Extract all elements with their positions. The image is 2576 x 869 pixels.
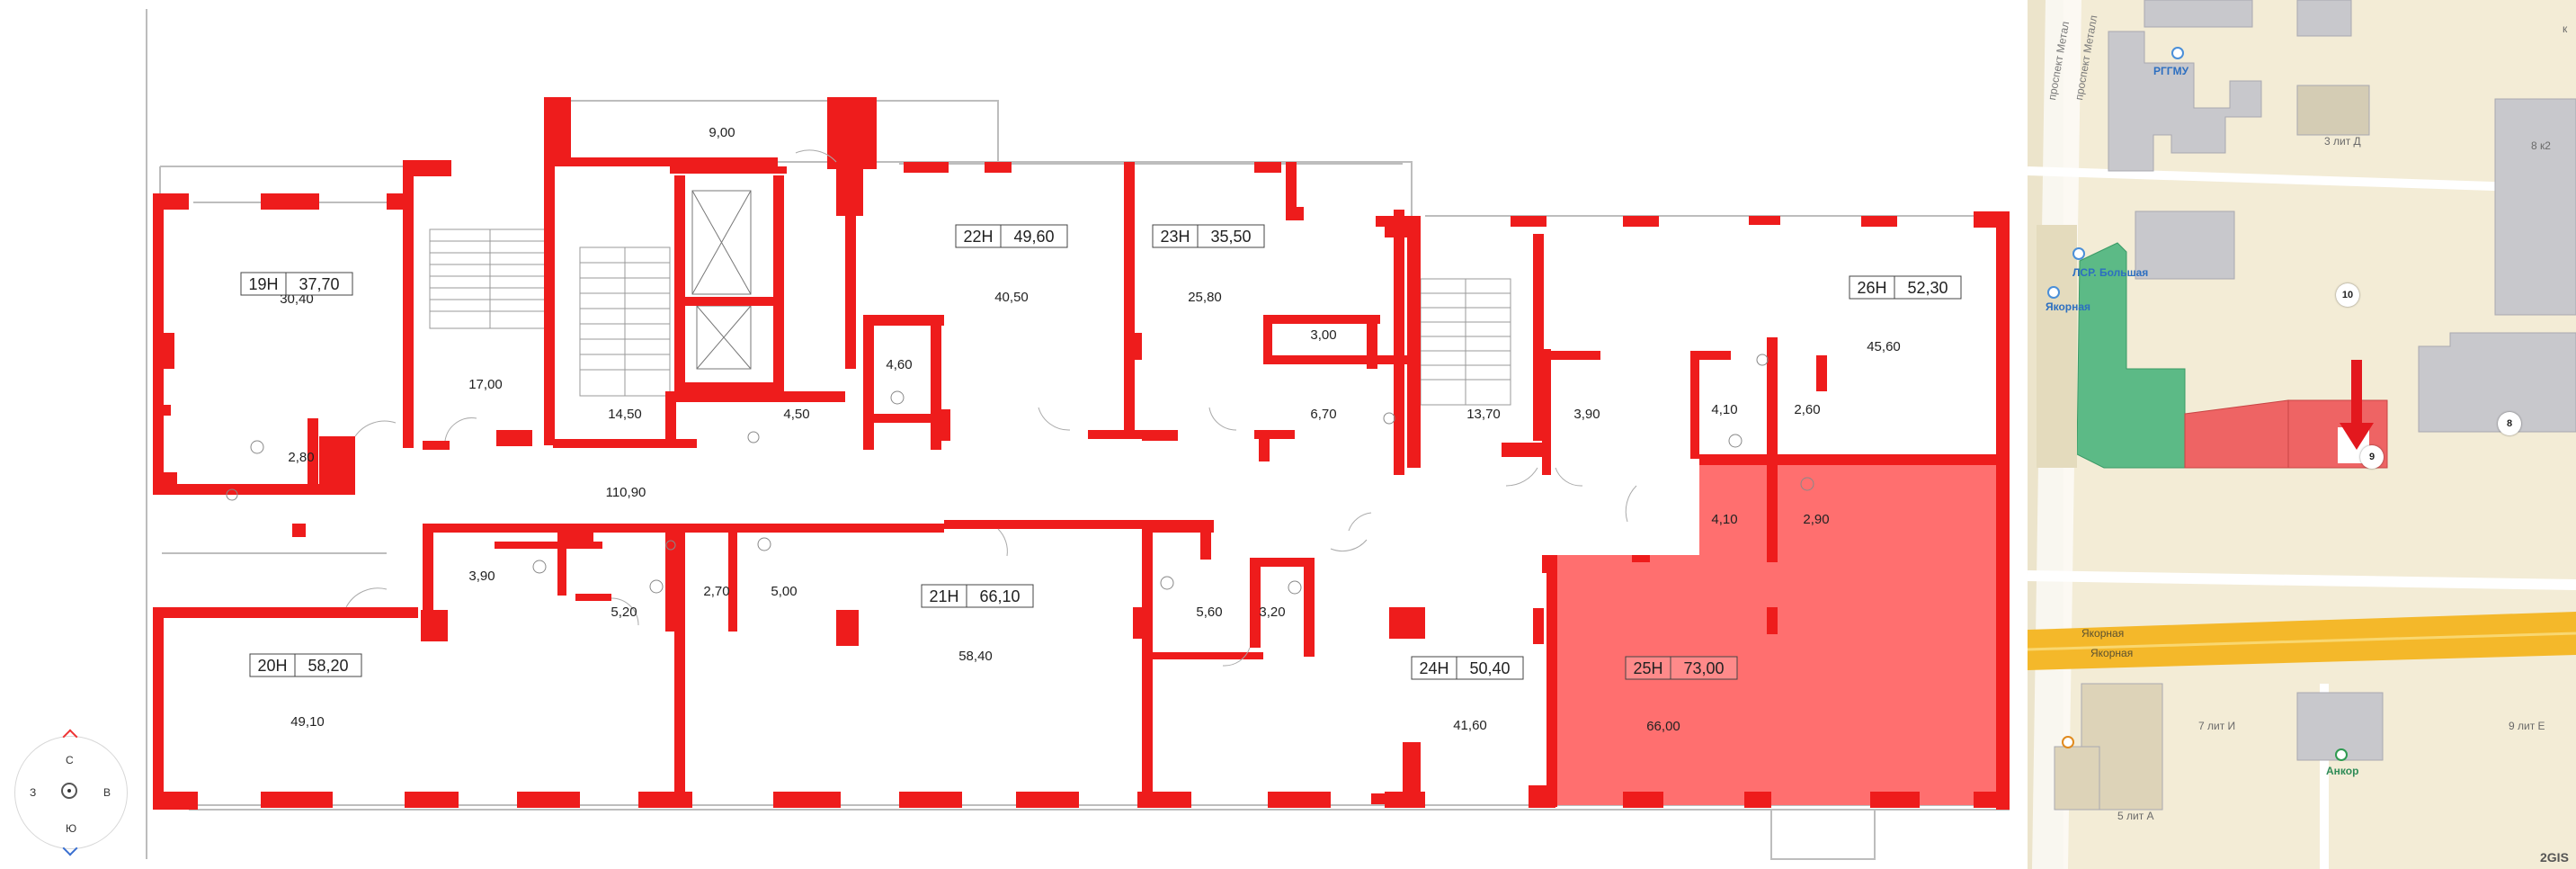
- room-area: 4,50: [783, 407, 809, 422]
- room-area: 2,60: [1794, 402, 1820, 417]
- elevators: [691, 190, 752, 370]
- unit-label-23h[interactable]: 23H 35,50: [1152, 224, 1265, 248]
- fixtures: [226, 354, 1814, 595]
- room-area: 66,00: [1646, 719, 1680, 734]
- door-swings: [345, 149, 1637, 667]
- room-area: 58,40: [958, 649, 993, 664]
- compass-west: З: [30, 786, 37, 799]
- house-number-badge: 9: [2360, 445, 2384, 469]
- bus-stop-icon[interactable]: [2047, 286, 2060, 299]
- floor-plan: 9,00 30,40 17,00 14,50 40,50 25,80 3,00 …: [146, 9, 2010, 860]
- room-area: 3,90: [468, 569, 495, 584]
- room-area: 4,10: [1711, 512, 1737, 527]
- svg-text:20H: 20H: [257, 657, 287, 675]
- svg-text:58,20: 58,20: [308, 657, 348, 675]
- room-area: 45,60: [1867, 339, 1901, 354]
- house-label: к: [2563, 22, 2568, 35]
- room-area: 5,00: [771, 584, 797, 599]
- unit-label-20h[interactable]: 20H 58,20: [249, 653, 362, 677]
- lsr-icon[interactable]: [2072, 247, 2085, 260]
- svg-text:22H: 22H: [963, 228, 993, 246]
- room-area: 2,70: [703, 584, 729, 599]
- room-area: 4,60: [886, 357, 912, 372]
- room-area: 3,20: [1259, 605, 1285, 620]
- svg-text:25H: 25H: [1633, 659, 1662, 677]
- room-area: 49,10: [290, 714, 325, 730]
- compass-east: В: [103, 786, 111, 799]
- map-brand-logo: 2GIS: [2540, 850, 2569, 865]
- unit-label-19h[interactable]: 19H 37,70: [240, 272, 353, 296]
- house-number-badge: 10: [2336, 283, 2359, 307]
- house-label: 9 лит Е: [2509, 720, 2545, 732]
- walls: [153, 97, 2010, 810]
- svg-text:49,60: 49,60: [1013, 228, 1054, 246]
- compass-north: С: [66, 754, 74, 766]
- house-label: 7 лит И: [2198, 720, 2236, 732]
- house-label: 5 лит А: [2117, 810, 2154, 822]
- road-label: Якорная: [2090, 647, 2134, 659]
- ankor-icon[interactable]: [2335, 748, 2348, 761]
- unit-label-21h[interactable]: 21H 66,10: [921, 584, 1034, 608]
- compass-south: Ю: [66, 822, 77, 835]
- poi-label: Якорная: [2046, 300, 2091, 313]
- food-icon[interactable]: [2062, 736, 2074, 748]
- compass: С З В Ю: [14, 729, 128, 856]
- room-area: 17,00: [468, 377, 503, 392]
- house-number-badge: 8: [2498, 412, 2521, 435]
- svg-text:24H: 24H: [1419, 659, 1448, 677]
- unit-labels: 19H 37,70 22H 49,60 23H 35,50 26H 52,30 …: [240, 224, 1962, 680]
- room-area: 4,10: [1711, 402, 1737, 417]
- room-area: 3,90: [1573, 407, 1600, 422]
- stairs: [429, 228, 1511, 406]
- svg-text:66,10: 66,10: [979, 587, 1020, 605]
- svg-text:37,70: 37,70: [299, 275, 339, 293]
- room-area: 9,00: [709, 125, 735, 140]
- room-area: 2,90: [1803, 512, 1829, 527]
- compass-center-icon: [61, 783, 77, 799]
- room-area: 13,70: [1466, 407, 1501, 422]
- room-area: 14,50: [608, 407, 642, 422]
- room-area: 41,60: [1453, 718, 1487, 733]
- map-canvas: [2028, 0, 2576, 869]
- svg-text:23H: 23H: [1160, 228, 1190, 246]
- svg-text:73,00: 73,00: [1683, 659, 1724, 677]
- room-area: 6,70: [1310, 407, 1336, 422]
- location-map[interactable]: проспект Метал проспект Металл РГГМУ ЛСР…: [2028, 0, 2576, 869]
- poi-label: ЛСР. Большая: [2072, 266, 2149, 279]
- road-label: Якорная: [2081, 627, 2125, 640]
- room-area: 3,00: [1310, 327, 1336, 343]
- svg-text:19H: 19H: [248, 275, 278, 293]
- unit-label-26h[interactable]: 26H 52,30: [1849, 275, 1962, 300]
- house-label: 8 к2: [2531, 139, 2551, 152]
- room-area: 5,60: [1196, 605, 1222, 620]
- svg-text:52,30: 52,30: [1907, 279, 1948, 297]
- poi-label: Анкор: [2326, 765, 2359, 777]
- unit-label-22h[interactable]: 22H 49,60: [955, 224, 1068, 248]
- svg-text:35,50: 35,50: [1210, 228, 1251, 246]
- room-area: 5,20: [611, 605, 637, 620]
- svg-text:21H: 21H: [929, 587, 958, 605]
- svg-text:26H: 26H: [1857, 279, 1886, 297]
- unit-label-25h[interactable]: 25H 73,00: [1625, 656, 1738, 680]
- room-area: 40,50: [994, 290, 1029, 305]
- room-area: 25,80: [1188, 290, 1222, 305]
- unit-label-24h[interactable]: 24H 50,40: [1411, 656, 1524, 680]
- room-area: 2,80: [288, 450, 314, 465]
- poi-label: РГГМУ: [2153, 65, 2189, 77]
- room-area: 110,90: [606, 485, 646, 500]
- house-label: 3 лит Д: [2324, 135, 2361, 148]
- rggmu-icon[interactable]: [2171, 47, 2184, 59]
- svg-text:50,40: 50,40: [1469, 659, 1510, 677]
